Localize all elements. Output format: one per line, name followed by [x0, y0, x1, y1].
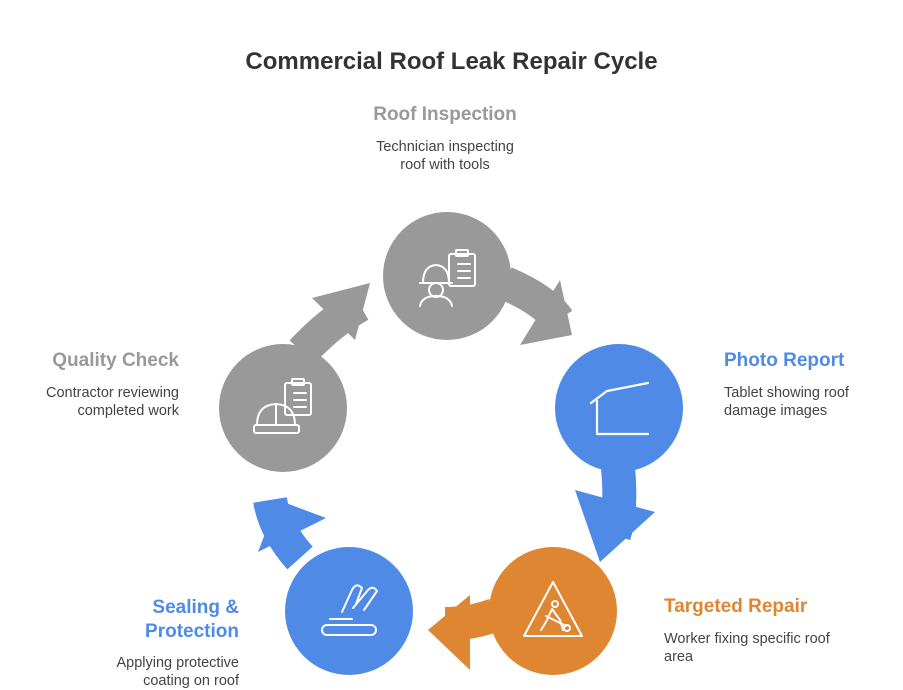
step-circle-sealing — [285, 547, 413, 675]
desc-line: completed work — [77, 403, 179, 419]
arrow-quality-to-inspection — [289, 283, 370, 364]
roof-icon — [589, 381, 650, 436]
step-title-photo-report: Photo Report — [724, 350, 845, 371]
desc-line: Applying protective — [116, 655, 239, 671]
desc-line: damage images — [724, 403, 828, 419]
step-title-targeted-repair: Targeted Repair — [664, 596, 808, 617]
desc-line: Tablet showing roof — [724, 385, 849, 401]
step-circle-quality-check — [219, 344, 347, 472]
construction-worker-sign-icon — [523, 581, 583, 637]
desc-line: Technician inspecting — [376, 139, 514, 155]
step-title-sealing-protection: Sealing & Protection — [39, 596, 239, 644]
step-desc-targeted-repair: Worker fixing specific roof area — [664, 630, 899, 666]
technician-clipboard-icon — [419, 249, 476, 307]
step-title-quality-check: Quality Check — [52, 350, 179, 371]
step-desc-quality-check: Contractor reviewing completed work — [4, 384, 179, 420]
page-title: Commercial Roof Leak Repair Cycle — [245, 48, 658, 75]
arrow-sealing-to-quality — [253, 496, 326, 570]
step-desc-sealing-protection: Applying protective coating on roof — [39, 654, 239, 690]
desc-line: coating on roof — [143, 673, 239, 689]
desc-line: Contractor reviewing — [46, 385, 179, 401]
arrow-photo-to-repair — [575, 466, 655, 562]
step-title-roof-inspection: Roof Inspection — [373, 104, 517, 125]
step-circle-inspection — [383, 212, 511, 340]
title-line: Protection — [145, 621, 239, 642]
arrow-inspection-to-photo — [498, 267, 573, 345]
step-desc-photo-report: Tablet showing roof damage images — [724, 384, 899, 420]
desc-line: area — [664, 649, 694, 665]
step-desc-roof-inspection: Technician inspecting roof with tools — [345, 138, 545, 174]
desc-line: Worker fixing specific roof — [664, 631, 830, 647]
desc-line: roof with tools — [400, 157, 490, 173]
hardhat-clipboard-icon — [253, 378, 312, 434]
sealant-application-icon — [321, 584, 378, 636]
step-circle-photo-report — [555, 344, 683, 472]
title-line: Sealing & — [152, 597, 239, 618]
arrow-repair-to-sealing — [428, 595, 501, 670]
